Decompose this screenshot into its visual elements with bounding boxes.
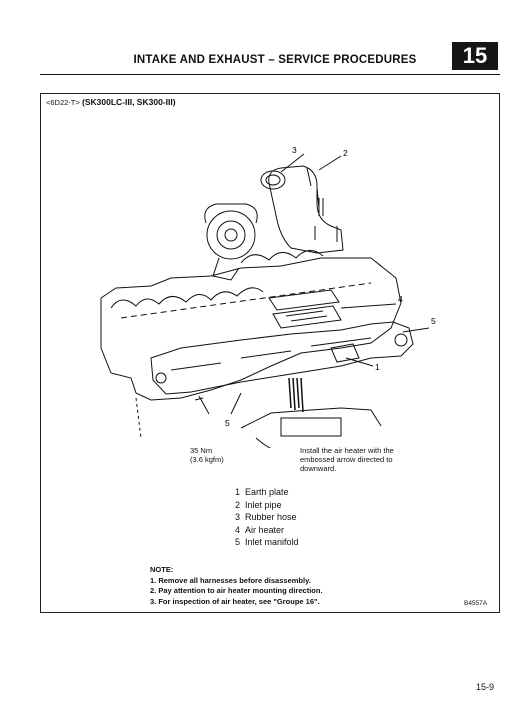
earth-plate [330, 343, 360, 363]
parts-list-item: 1 Earth plate [235, 487, 289, 497]
install-note-line: embossed arrow directed to [300, 455, 393, 464]
torque-alt: (3.6 kgfm) [190, 455, 224, 464]
air-heater-lower [272, 305, 342, 329]
callout-4: 4 [398, 294, 403, 304]
note-heading: NOTE: [150, 565, 174, 574]
figure-frame [40, 93, 500, 613]
note-item: 2. Pay attention to air heater mounting … [150, 586, 323, 595]
note-block: NOTE: 1. Remove all harnesses before dis… [150, 565, 323, 607]
callout-1: 1 [375, 362, 380, 372]
header-divider [40, 74, 500, 75]
callout-5-lower: 5 [225, 418, 230, 428]
parts-list-item: 4 Air heater [235, 524, 285, 535]
callout-3: 3 [292, 145, 297, 155]
note-item: 3. For inspection of air heater, see "Gr… [150, 596, 320, 606]
engine-block [100, 257, 402, 401]
install-note: Install the air heater with the embossed… [300, 446, 440, 473]
install-note-line: Install the air heater with the [300, 446, 394, 455]
parts-list: 1 Earth plate 2 Inlet pipe 3 Rubber hose… [235, 486, 299, 549]
inlet-pipe [268, 165, 344, 254]
parts-list-item: 3 Rubber hose [235, 512, 297, 522]
install-note-line: downward. [300, 464, 337, 473]
torque-spec: 35 Nm (3.6 kgfm) [190, 446, 224, 464]
parts-list-item: 5 Inlet manifold [235, 537, 299, 547]
bolt [194, 395, 210, 415]
engine-code: <6D22-T> [46, 98, 80, 107]
torque-value: 35 Nm [190, 446, 213, 455]
model-label: <6D22-T> (SK300LC-III, SK300-III) [46, 97, 176, 107]
model-names: (SK300LC-III, SK300-III) [82, 97, 176, 107]
turbocharger [206, 210, 256, 260]
parts-list-item: 2 Inlet pipe [235, 499, 282, 510]
inlet-manifold [150, 321, 414, 395]
engine-intake-diagram: 3 2 4 5 1 5 [100, 145, 436, 448]
page-number: 15-9 [476, 682, 495, 692]
callout-2: 2 [343, 148, 348, 158]
section-number-badge: 15 [452, 42, 498, 70]
callout-5-right: 5 [431, 316, 436, 326]
page-header-title: INTAKE AND EXHAUST – SERVICE PROCEDURES [133, 54, 417, 66]
rubber-hose [260, 170, 286, 190]
note-item: 1. Remove all harnesses before disassemb… [150, 575, 311, 585]
figure-code: B4557A [464, 600, 488, 607]
air-heater-upper [268, 289, 340, 311]
